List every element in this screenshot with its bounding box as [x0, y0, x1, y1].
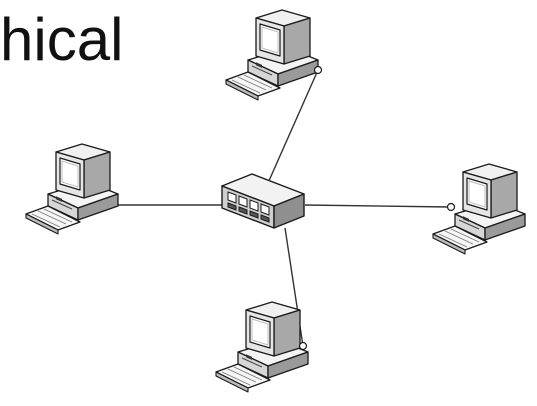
connector-dots: [298, 65, 456, 351]
network-switch: [221, 173, 305, 229]
computer-pc-left: [25, 143, 119, 235]
computer-pc-top: [225, 9, 319, 101]
computer-pc-bottom: [215, 301, 309, 393]
connector-pc-bottom: [298, 341, 308, 351]
network-links: [112, 69, 451, 347]
switch-ports: [227, 191, 270, 223]
link-switch-pc-right: [304, 204, 451, 208]
link-switch-pc-top: [267, 69, 319, 184]
connector-pc-top: [313, 65, 323, 75]
computer-pc-right: [432, 163, 526, 255]
connector-pc-right: [446, 202, 456, 212]
slide-title-fragment: hical: [0, 6, 124, 73]
